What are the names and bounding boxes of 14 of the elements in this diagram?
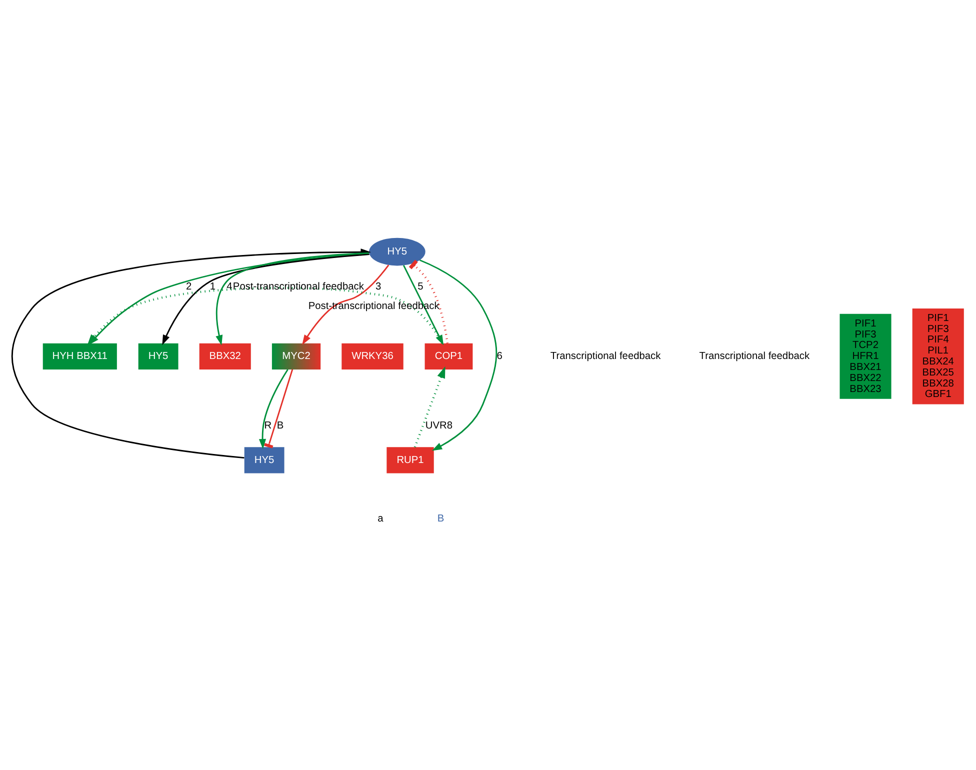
edge-label: 3: [375, 282, 382, 293]
edge-label: R: [264, 420, 272, 432]
edge-label: 4: [226, 282, 232, 293]
label: B: [437, 514, 444, 525]
edge-label: 1: [210, 282, 216, 293]
edge-label: B: [276, 420, 284, 432]
label: Transcriptional feedback: [699, 351, 810, 362]
edge-label: 2: [186, 282, 192, 293]
edge-label: Post-transcriptional feedback: [232, 282, 364, 293]
edge-label: UVR8: [425, 420, 452, 432]
label: Transcriptional feedback: [550, 351, 661, 362]
label: a: [378, 514, 384, 525]
edge-label: 5: [418, 282, 424, 293]
edge-label: 6: [496, 351, 502, 362]
